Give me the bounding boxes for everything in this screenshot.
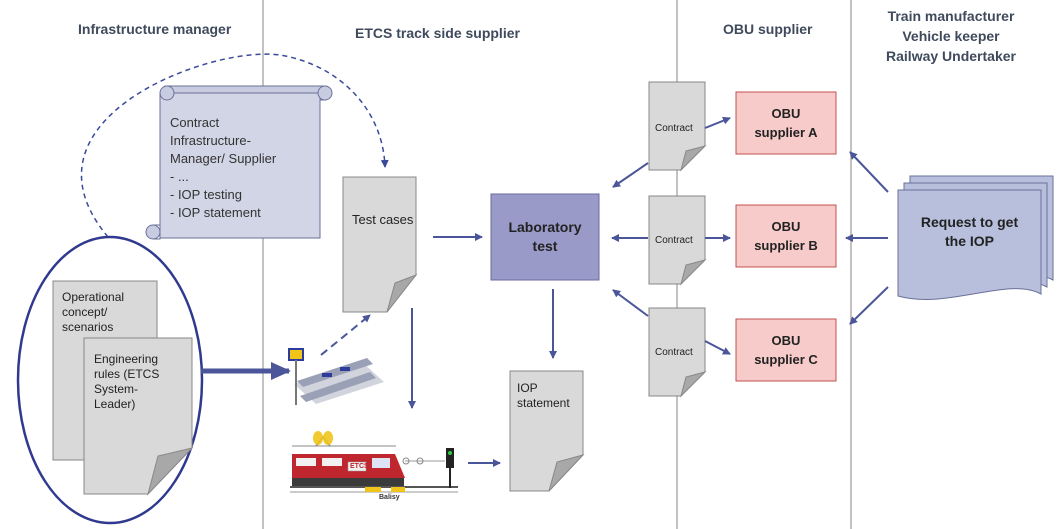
doc-test-cases [342,176,418,313]
header-train-manufacturer: Train manufacturer [887,8,1015,24]
scroll-line-5: - IOP testing [170,187,243,202]
test-cases-text: Test cases [352,212,414,227]
request-documents [897,175,1054,300]
laboratory-box [490,193,600,281]
requirements-ellipse [16,235,204,525]
obu-c-line-2: supplier C [754,352,818,367]
contract-scroll-text: Contract Infrastructure- Manager/ Suppli… [170,114,276,222]
laboratory-test-label: Laboratory test [491,194,599,280]
etcs-train-label: ETCS [350,463,369,470]
contract-scroll [145,85,333,240]
doc-iop-statement [509,370,585,492]
header-etcs-track-side-supplier: ETCS track side supplier [355,25,520,41]
operational-concept-text: Operational concept/ scenarios [62,290,124,335]
header-obu-supplier: OBU supplier [723,21,813,37]
doc-engineering [83,337,194,496]
lab-line-1: Laboratory [508,219,582,235]
obu-b-line-1: OBU [771,219,801,234]
doc-contract-b [648,195,707,286]
obu-supplier-c-box [735,318,837,382]
track-balise-illustration [288,348,384,405]
dashed-arc-arrow [80,53,389,238]
obu-c-line-1: OBU [771,333,801,348]
engineering-line-3: System- [94,382,139,396]
header-vehicle-keeper: Vehicle keeper [902,28,1000,44]
request-line-2: the IOP [944,233,994,249]
header-railway-undertaker: Railway Undertaker [886,48,1016,64]
contract-c-label: Contract [655,347,693,358]
iop-statement-text: IOP statement [517,381,570,411]
engineering-line-4: Leader) [94,397,136,411]
header-train-stakeholders: Train manufacturer Vehicle keeper Railwa… [867,6,1035,66]
engineering-line-2: rules (ETCS [94,367,160,381]
lab-line-2: test [532,238,558,254]
obu-a-line-2: supplier A [754,125,818,140]
scroll-line-6: - IOP statement [170,205,261,220]
engineering-line-1: Engineering [94,352,159,366]
train-illustration [290,431,458,493]
iop-line-2: statement [517,396,570,410]
scroll-line-2: Infrastructure- [170,133,251,148]
obu-supplier-b-box [735,204,837,268]
contract-a-label: Contract [655,123,693,134]
balisy-label: Balisy [379,494,400,501]
doc-contract-a [648,81,707,172]
obu-a-line-1: OBU [771,106,801,121]
operational-line-2: concept/ [62,305,108,319]
engineering-rules-text: Engineering rules (ETCS System- Leader) [94,352,159,412]
doc-contract-c [648,307,707,398]
contract-b-label: Contract [655,235,693,246]
scroll-line-4: - ... [170,169,189,184]
arrows [201,116,889,467]
obu-b-line-2: supplier B [754,238,818,253]
obu-supplier-b-label: OBU supplier B [736,205,836,267]
obu-supplier-a-box [735,91,837,155]
operational-line-3: scenarios [62,320,114,334]
obu-supplier-a-label: OBU supplier A [736,92,836,154]
scroll-line-3: Manager/ Supplier [170,151,277,166]
header-infrastructure-manager: Infrastructure manager [78,21,232,37]
request-iop-label: Request to get the IOP [898,197,1041,267]
scroll-line-1: Contract [170,115,220,130]
obu-supplier-c-label: OBU supplier C [736,319,836,381]
operational-line-1: Operational [62,290,125,304]
iop-line-1: IOP [517,381,538,395]
request-line-1: Request to get [920,214,1019,230]
